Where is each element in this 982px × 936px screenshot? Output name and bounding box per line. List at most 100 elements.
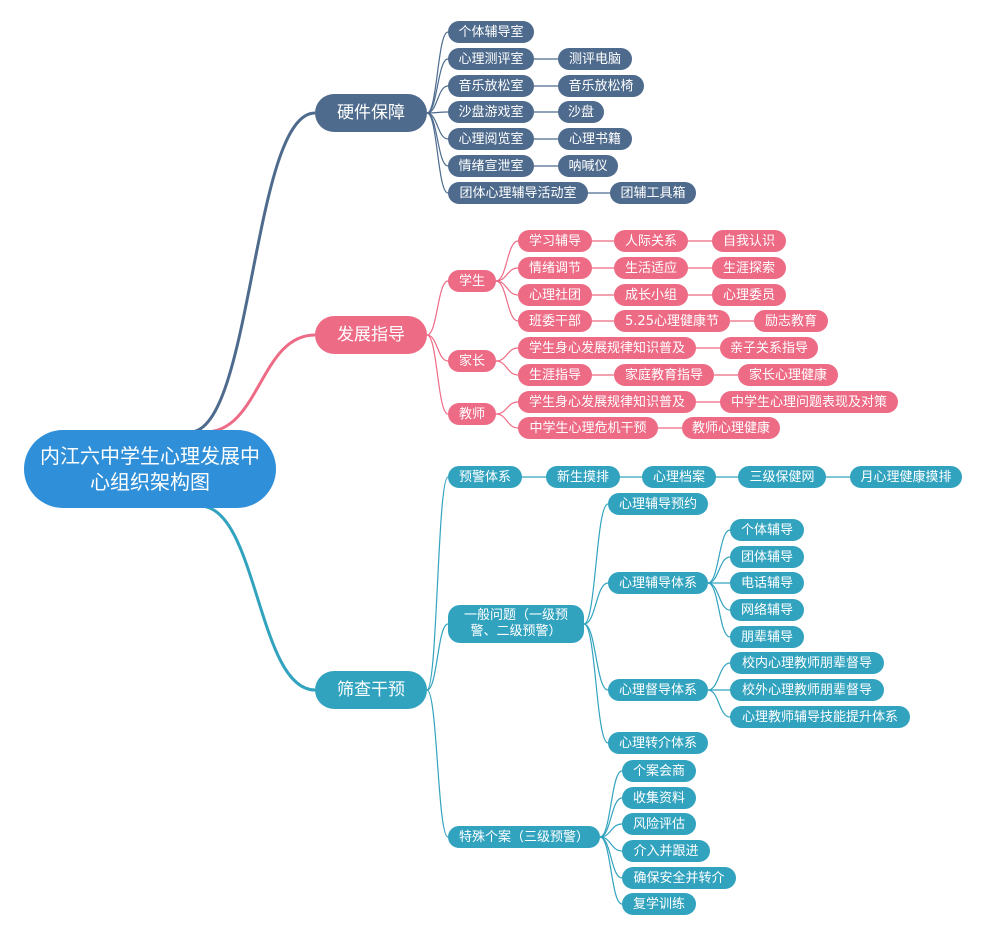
dev-student-item[interactable]: 心理社团 [518,284,592,306]
connector-line [189,111,316,434]
sc-warning-step[interactable]: 月心理健康摸排 [850,466,962,488]
connector-line [583,623,609,691]
sc-special-item[interactable]: 复学训练 [622,893,696,915]
hw-item[interactable]: 团体心理辅导活动室 [448,182,588,204]
connector-line [495,240,519,282]
connector-line [707,529,731,584]
connector-line [199,504,316,692]
hw-item-child[interactable]: 测评电脑 [558,48,632,70]
sc-supervision-item[interactable]: 心理教师辅导技能提升体系 [730,706,910,728]
sc-counseling-item[interactable]: 网络辅导 [730,599,804,621]
dev-teacher[interactable]: 教师 [448,403,496,425]
dev-parent-item[interactable]: 学生身心发展规律知识普及 [518,337,696,359]
dev-student-item[interactable]: 5.25心理健康节 [614,310,730,332]
connector-line [599,823,623,838]
sc-warning-step[interactable]: 新生摸排 [546,466,620,488]
hw-item[interactable]: 音乐放松室 [448,75,534,97]
dev-parent-item[interactable]: 家长心理健康 [738,364,838,386]
sc-warning-step[interactable]: 三级保健网 [738,466,826,488]
connector-line [495,360,519,376]
sc-counseling-item[interactable]: 朋辈辅导 [730,626,804,648]
connector-line [583,503,609,625]
sc-special-item[interactable]: 介入并跟进 [622,840,710,862]
connector-line [426,280,449,336]
dev-teacher-item[interactable]: 中学生心理危机干预 [518,417,658,439]
connector-line [495,401,519,415]
hw-item-child[interactable]: 团辅工具箱 [610,182,696,204]
hw-item[interactable]: 心理测评室 [448,48,534,70]
hw-item-child[interactable]: 沙盘 [558,101,604,123]
hw-item[interactable]: 心理阅览室 [448,128,534,150]
dev-student[interactable]: 学生 [448,270,496,292]
connector-line [426,112,449,194]
hw-item-child[interactable]: 心理书籍 [558,128,632,150]
sc-special-item[interactable]: 收集资料 [622,787,696,809]
sc-general-appointment[interactable]: 心理辅导预约 [608,493,708,515]
sc-special-item[interactable]: 个案会商 [622,760,696,782]
dev-parent-item[interactable]: 生涯指导 [518,364,592,386]
sc-special[interactable]: 特殊个案（三级预警） [448,826,600,848]
connector-line [426,476,449,691]
sc-warning[interactable]: 预警体系 [448,466,522,488]
connector-line [426,31,449,114]
connector-line [599,836,623,905]
dev-teacher-item[interactable]: 教师心理健康 [682,417,780,439]
connector-line [426,689,449,838]
hw-item[interactable]: 情绪宣泄室 [448,155,534,177]
connector-line [426,623,449,691]
connector-line [599,770,623,838]
dev-student-item[interactable]: 生活适应 [614,257,688,279]
dev-student-item[interactable]: 励志教育 [754,310,828,332]
hw-item-child[interactable]: 音乐放松椅 [558,75,644,97]
sc-counseling-item[interactable]: 个体辅导 [730,519,804,541]
sc-general[interactable]: 一般问题（一级预警、二级预警） [448,605,584,643]
connector-line [426,112,449,167]
connector-line [495,413,519,429]
sc-supervision[interactable]: 心理督导体系 [608,679,708,701]
dev-student-item[interactable]: 成长小组 [614,284,688,306]
hw-item[interactable]: 个体辅导室 [448,21,534,43]
dev-parent-item[interactable]: 家庭教育指导 [614,364,714,386]
sc-supervision-item[interactable]: 校外心理教师朋辈督导 [730,679,884,701]
sc-counseling[interactable]: 心理辅导体系 [608,572,708,594]
connector-line [707,662,731,691]
connector-line [426,85,449,114]
sc-special-item[interactable]: 风险评估 [622,813,696,835]
connector-line [495,280,519,322]
dev-student-item[interactable]: 心理委员 [712,284,786,306]
sc-special-item[interactable]: 确保安全并转介 [622,867,736,889]
dev-student-item[interactable]: 学习辅导 [518,230,592,252]
connector-line [426,334,449,415]
branch-development[interactable]: 发展指导 [315,316,427,354]
dev-student-item[interactable]: 自我认识 [712,230,786,252]
dev-parent-item[interactable]: 亲子关系指导 [720,337,818,359]
dev-student-item[interactable]: 情绪调节 [518,257,592,279]
dev-student-item[interactable]: 班委干部 [518,310,592,332]
sc-warning-step[interactable]: 心理档案 [642,466,716,488]
connector-line [426,58,449,114]
dev-teacher-item[interactable]: 学生身心发展规律知识普及 [518,391,696,413]
connector-line [707,556,731,584]
connector-line [495,347,519,362]
sc-counseling-item[interactable]: 团体辅导 [730,546,804,568]
branch-screening[interactable]: 筛查干预 [315,671,427,709]
sc-counseling-item[interactable]: 电话辅导 [730,572,804,594]
connector-line [707,582,731,611]
dev-teacher-item[interactable]: 中学生心理问题表现及对策 [720,391,898,413]
connector-line [599,797,623,838]
connector-line [707,582,731,638]
sc-referral[interactable]: 心理转介体系 [608,732,708,754]
connector-line [583,582,609,625]
dev-student-item[interactable]: 生涯探索 [712,257,786,279]
connector-line [495,267,519,282]
sc-supervision-item[interactable]: 校内心理教师朋辈督导 [730,652,884,674]
hw-item-child[interactable]: 呐喊仪 [558,155,618,177]
root-node-title[interactable]: 内江六中学生心理发展中心组织架构图 [24,430,276,508]
hw-item[interactable]: 沙盘游戏室 [448,101,534,123]
dev-student-item[interactable]: 人际关系 [614,230,688,252]
branch-hardware[interactable]: 硬件保障 [315,94,427,132]
dev-parent[interactable]: 家长 [448,350,496,372]
connector-line [583,623,609,744]
connector-line [707,689,731,718]
